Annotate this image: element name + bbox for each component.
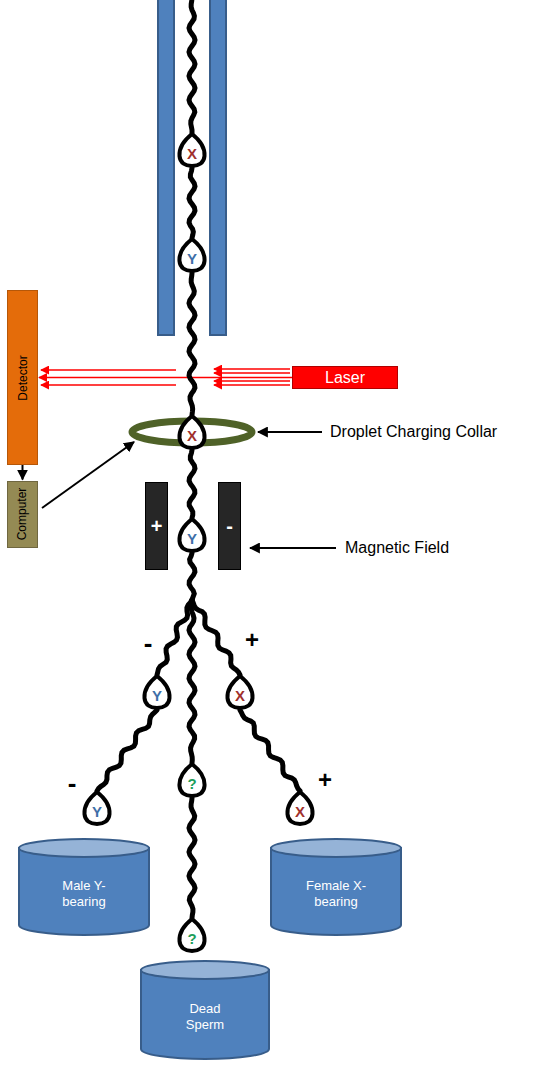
- cylinder-body: [19, 848, 149, 935]
- leader-arrow: [258, 431, 322, 433]
- sperm-tails: [97, 0, 300, 918]
- laser-beam: [214, 384, 290, 386]
- tube-label: Male Y-bearing: [52, 878, 116, 909]
- device-label: Computer: [17, 488, 29, 541]
- laser-beam: [214, 380, 290, 382]
- sperm-tail: [157, 600, 192, 675]
- sperm-head-outline: [179, 919, 204, 951]
- sperm-head: Y: [177, 237, 207, 273]
- sperm-tail: [189, 273, 195, 415]
- chromosome-letter: X: [235, 681, 245, 703]
- label-holder: Magnetic Field: [345, 539, 449, 557]
- sperm-tail: [97, 710, 157, 791]
- cylinder-top: [271, 839, 401, 857]
- laser-beams: [41, 369, 290, 385]
- sperm-tail: [189, 0, 195, 133]
- sperm-tail: [240, 710, 300, 791]
- polarity-sign: -: [226, 516, 233, 536]
- device-label: Laser: [325, 370, 365, 386]
- sperm-head-outline: [179, 239, 204, 271]
- cylinder-top: [141, 961, 269, 979]
- sperm-tail: [189, 553, 195, 600]
- device-box: Detector: [7, 290, 38, 465]
- sperm-tail: [189, 450, 195, 518]
- chromosome-letter: Y: [187, 244, 197, 266]
- chromosome-letter: ?: [187, 769, 196, 791]
- field-plate: -: [218, 482, 241, 570]
- sperm-head: Y: [142, 674, 172, 710]
- laser-beam: [41, 384, 176, 386]
- sperm-head: ?: [177, 917, 207, 953]
- sperm-head-outline: [287, 792, 312, 824]
- sperm-tail: [189, 798, 195, 918]
- sperm-tail: [189, 600, 195, 763]
- cylinder-body: [141, 970, 269, 1059]
- polarity-sign: -: [68, 769, 77, 798]
- signal-arrow: [39, 377, 292, 379]
- chromosome-letter: Y: [92, 797, 102, 819]
- sperm-tail: [189, 168, 195, 238]
- leader-arrow: [250, 547, 336, 549]
- sperm-head: X: [177, 414, 207, 450]
- sperm-head-outline: [84, 792, 109, 824]
- polarity-sign: -: [144, 629, 153, 658]
- sperm-head-outline: [227, 676, 252, 708]
- sperm-head-outline: [179, 134, 204, 166]
- cylinder-top: [19, 839, 149, 857]
- sperm-head: X: [285, 790, 315, 826]
- label-holder: +: [245, 627, 259, 653]
- part-label: Droplet Charging Collar: [330, 423, 497, 441]
- sperm-head: Y: [177, 517, 207, 553]
- device-box: Laser: [292, 366, 398, 389]
- sperm-head: Y: [82, 790, 112, 826]
- polarity-sign: +: [245, 627, 259, 653]
- chromosome-letter: Y: [187, 524, 197, 546]
- label-holder: -: [144, 629, 153, 658]
- chromosome-letter: Y: [152, 681, 162, 703]
- device-label: Detector: [17, 355, 29, 400]
- collection-tube: Male Y-bearing: [18, 838, 150, 936]
- control-arrow: [42, 442, 134, 508]
- sperm-tail: [192, 600, 240, 675]
- signal-arrow: [22, 465, 24, 480]
- sperm-head: ?: [177, 762, 207, 798]
- laser-beam: [214, 372, 290, 374]
- sperm-head-outline: [144, 676, 169, 708]
- sperm-head: X: [177, 132, 207, 168]
- chromosome-letter: X: [187, 139, 197, 161]
- polarity-sign: +: [151, 516, 163, 536]
- chromosome-letter: X: [295, 797, 305, 819]
- label-holder: Droplet Charging Collar: [330, 423, 497, 441]
- collection-tube: Dead Sperm: [140, 960, 270, 1060]
- laser-beam: [214, 368, 290, 370]
- sperm-head-outline: [179, 416, 204, 448]
- cylinder-body: [271, 848, 401, 935]
- field-plate: +: [145, 482, 168, 570]
- chromosome-letter: ?: [187, 924, 196, 946]
- laser-beam: [41, 369, 176, 371]
- sperm-head-outline: [179, 519, 204, 551]
- label-holder: -: [68, 769, 77, 798]
- chromosome-letter: X: [187, 421, 197, 443]
- tube-label: Dead Sperm: [173, 1001, 237, 1032]
- label-holder: +: [318, 767, 332, 793]
- polarity-sign: +: [318, 767, 332, 793]
- sperm-head-outline: [179, 764, 204, 796]
- device-box: Computer: [7, 481, 38, 548]
- tube-wall: [210, 0, 226, 335]
- tube-label: Female X-bearing: [304, 878, 368, 909]
- tube-wall: [158, 0, 174, 335]
- sperm-head: X: [225, 674, 255, 710]
- part-label: Magnetic Field: [345, 539, 449, 557]
- collection-tube: Female X-bearing: [270, 838, 402, 936]
